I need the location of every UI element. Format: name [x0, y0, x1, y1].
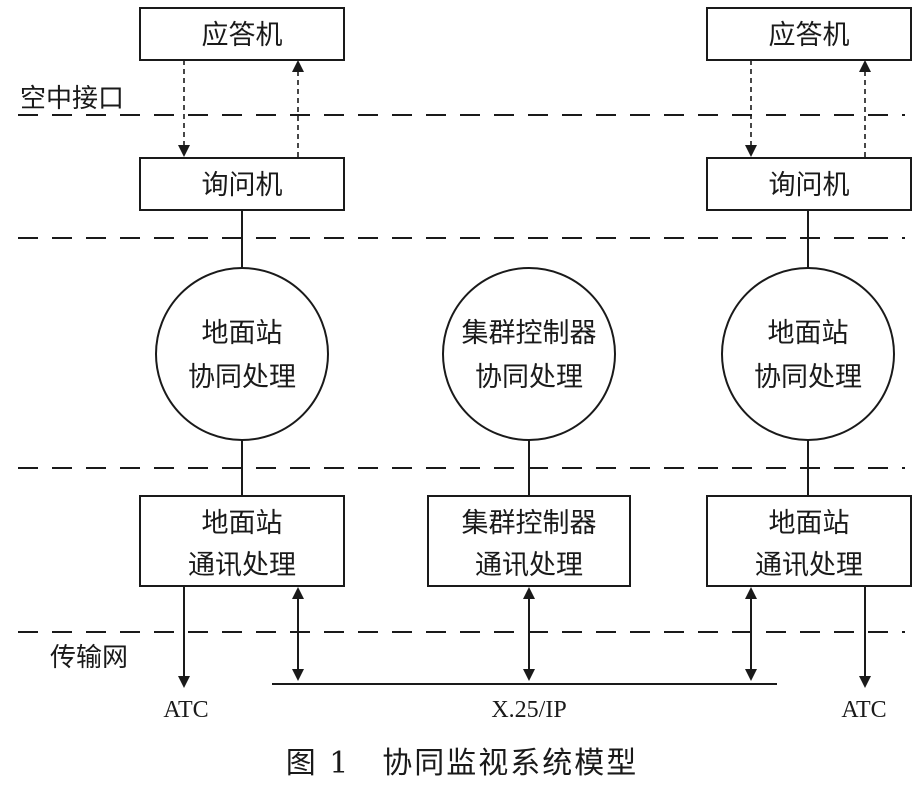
left-column: 应答机 询问机 地面站 协同处理 地面站 通讯处理 ATC: [139, 7, 345, 723]
left-comm-box: [139, 495, 345, 587]
left-interrogator-label: 询问机: [202, 170, 283, 201]
center-comm-line2: 通讯处理: [475, 550, 583, 581]
center-comm-box: [427, 495, 631, 587]
right-transponder-label: 应答机: [769, 20, 850, 51]
left-coop-processing-circle: [155, 267, 329, 441]
left-atc-label: ATC: [163, 697, 208, 723]
zone-label-air-interface: 空中接口: [20, 84, 124, 114]
right-interrogator-box: [706, 157, 912, 211]
zone-label-transport-network: 传输网: [50, 643, 128, 673]
center-comm-line1: 集群控制器: [462, 508, 597, 539]
left-coop-line2: 协同处理: [188, 362, 296, 393]
left-comm-line1: 地面站: [202, 508, 283, 539]
center-coop-processing-circle: [442, 267, 616, 441]
center-coop-line2: 协同处理: [475, 362, 583, 393]
right-interrogator-label: 询问机: [769, 170, 850, 201]
left-transponder-label: 应答机: [202, 20, 283, 51]
right-atc-label: ATC: [841, 697, 886, 723]
right-comm-line1: 地面站: [769, 508, 850, 539]
left-comm-line2: 通讯处理: [188, 550, 296, 581]
right-coop-processing-circle: [721, 267, 895, 441]
figure-caption: 图 1 协同监视系统模型: [286, 746, 639, 781]
right-column: 应答机 询问机 地面站 协同处理 地面站 通讯处理 ATC: [706, 7, 912, 723]
right-comm-box: [706, 495, 912, 587]
center-column: 集群控制器 协同处理 集群控制器 通讯处理: [427, 267, 631, 681]
left-transponder-box: [139, 7, 345, 61]
right-coop-line2: 协同处理: [754, 362, 862, 393]
center-coop-line1: 集群控制器: [462, 318, 597, 349]
right-comm-line2: 通讯处理: [755, 550, 863, 581]
network-bus-label: X.25/IP: [491, 697, 566, 723]
right-transponder-box: [706, 7, 912, 61]
left-coop-line1: 地面站: [202, 318, 283, 349]
left-interrogator-box: [139, 157, 345, 211]
right-coop-line1: 地面站: [768, 318, 849, 349]
